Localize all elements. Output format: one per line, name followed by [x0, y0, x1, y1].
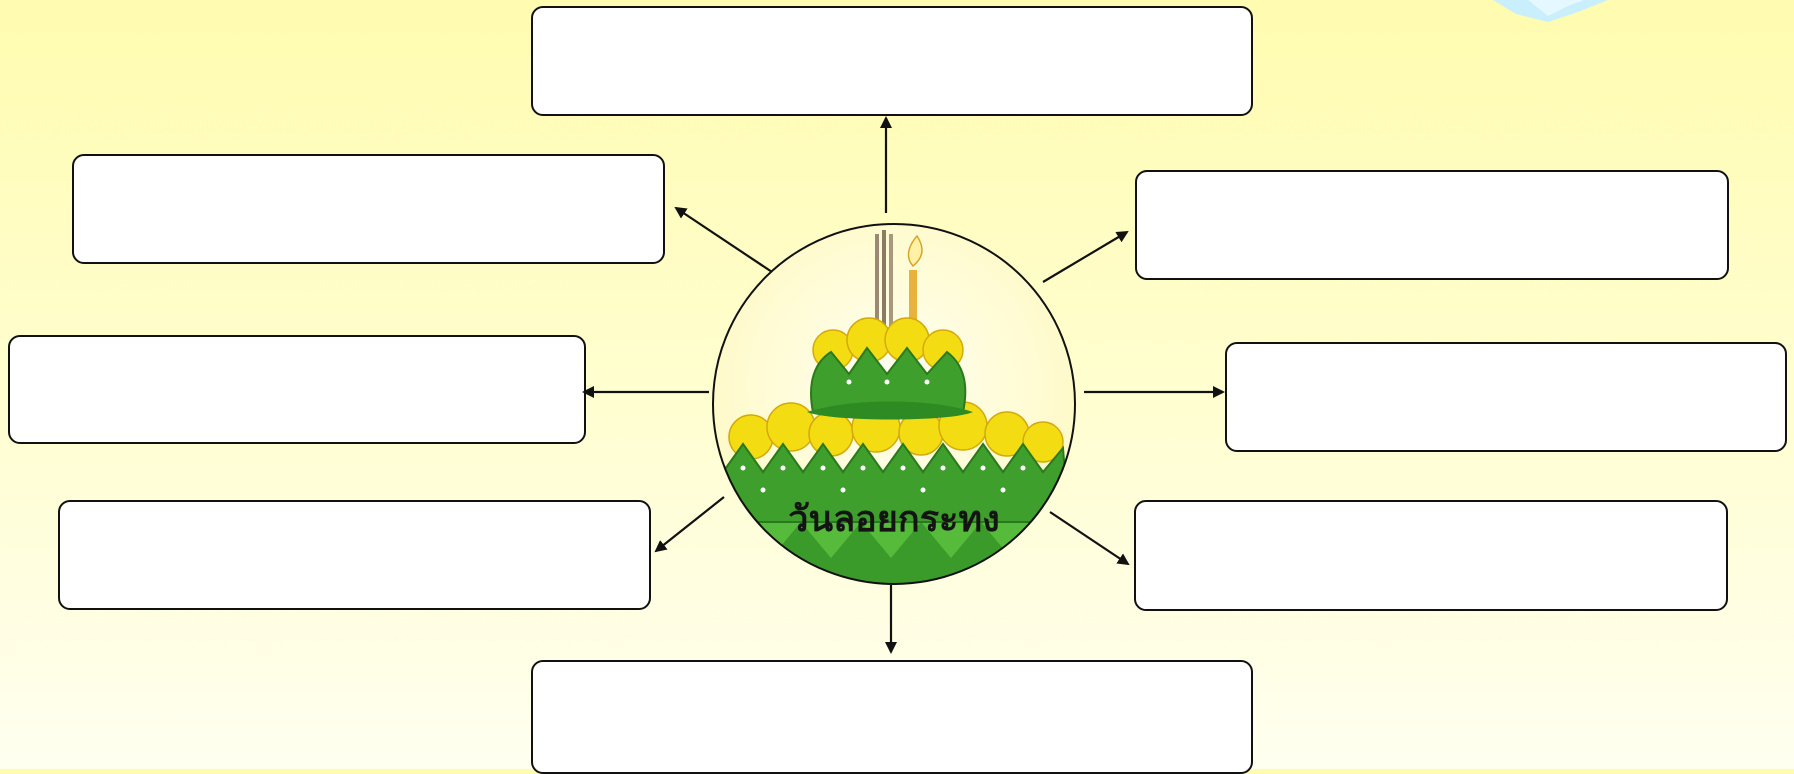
center-title: วันลอยกระทง [788, 499, 1000, 540]
incense-icon [875, 230, 893, 354]
answer-box-lower-right[interactable] [1134, 500, 1728, 611]
answer-box-upper-right[interactable] [1135, 170, 1729, 280]
answer-box-lower-left[interactable] [58, 500, 651, 610]
answer-box-middle-left[interactable] [8, 335, 586, 444]
corner-decoration [1493, 0, 1608, 22]
arrow-lower-left [654, 496, 725, 553]
answer-box-bottom[interactable] [531, 660, 1253, 774]
answer-box-upper-left[interactable] [72, 154, 665, 264]
arrow-upper-left [674, 206, 773, 273]
arrow-upper-right [1042, 230, 1129, 283]
candle-icon [907, 234, 923, 356]
krathong-hub [712, 223, 1076, 585]
answer-box-middle-right[interactable] [1225, 342, 1787, 452]
arrow-lower-right [1049, 511, 1130, 566]
answer-box-top[interactable] [531, 6, 1253, 116]
krathong-icon [713, 230, 1075, 584]
